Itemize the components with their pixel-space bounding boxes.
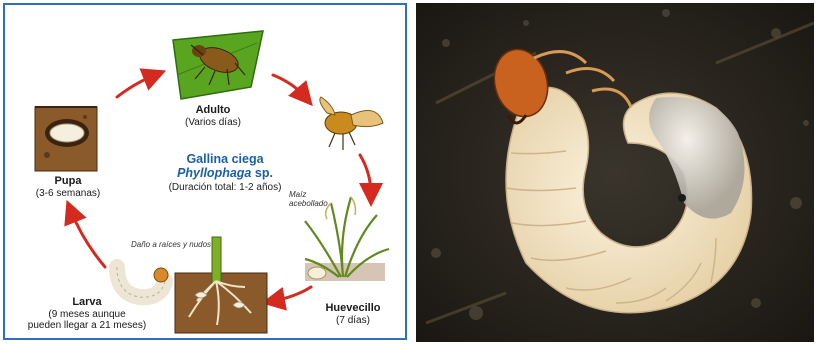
egg-and-grass — [305, 197, 389, 281]
arrow-egg-to-roots — [273, 287, 311, 301]
note-maiz-line2: acebollado — [289, 200, 328, 209]
stage-duration-larva-1: (9 meses aunque — [7, 309, 167, 321]
arrow-flying-to-egg — [360, 155, 371, 195]
stage-name-pupa: Pupa — [23, 175, 113, 188]
flying-beetle — [320, 97, 383, 150]
diagram-species: Phyllophaga sp. — [150, 166, 300, 180]
life-cycle-diagram: Adulto (Varios días) Pupa (3-6 semanas) … — [3, 3, 407, 340]
larva-grub — [117, 267, 168, 297]
species-genus: Phyllophaga — [177, 166, 251, 180]
diagram-title-block: Gallina ciega Phyllophaga sp. (Duración … — [150, 152, 300, 193]
arrow-adulto-to-flying — [273, 75, 305, 97]
stage-label-larva: Larva (9 meses aunque pueden llegar a 21… — [7, 296, 167, 332]
stage-name-huevecillo: Huevecillo — [308, 302, 398, 315]
grub-photo-art — [416, 3, 814, 342]
note-dano-raices: Daño a raíces y nudos — [131, 241, 211, 250]
arrow-larva-to-pupa — [71, 211, 105, 267]
stage-label-huevecillo: Huevecillo (7 días) — [308, 302, 398, 326]
stage-duration-adulto: (Varios días) — [173, 117, 253, 129]
adult-beetle-on-leaf — [173, 31, 263, 99]
stage-name-larva: Larva — [7, 296, 167, 309]
grub-photo — [416, 3, 814, 342]
stage-duration-pupa: (3-6 semanas) — [23, 188, 113, 200]
note-maiz: Maíz acebollado — [289, 191, 328, 209]
stage-label-adulto: Adulto (Varios días) — [173, 104, 253, 128]
arrow-pupa-to-adulto — [117, 75, 155, 97]
stage-name-adulto: Adulto — [173, 104, 253, 117]
stage-duration-larva-2: pueden llegar a 21 meses) — [7, 320, 167, 332]
diagram-total-duration: (Duración total: 1-2 años) — [150, 182, 300, 193]
pupa-in-soil — [35, 107, 97, 171]
diagram-title: Gallina ciega — [150, 152, 300, 166]
damaged-roots — [175, 237, 267, 333]
species-suffix: sp. — [255, 166, 273, 180]
stage-label-pupa: Pupa (3-6 semanas) — [23, 175, 113, 199]
stage-duration-huevecillo: (7 días) — [308, 315, 398, 327]
